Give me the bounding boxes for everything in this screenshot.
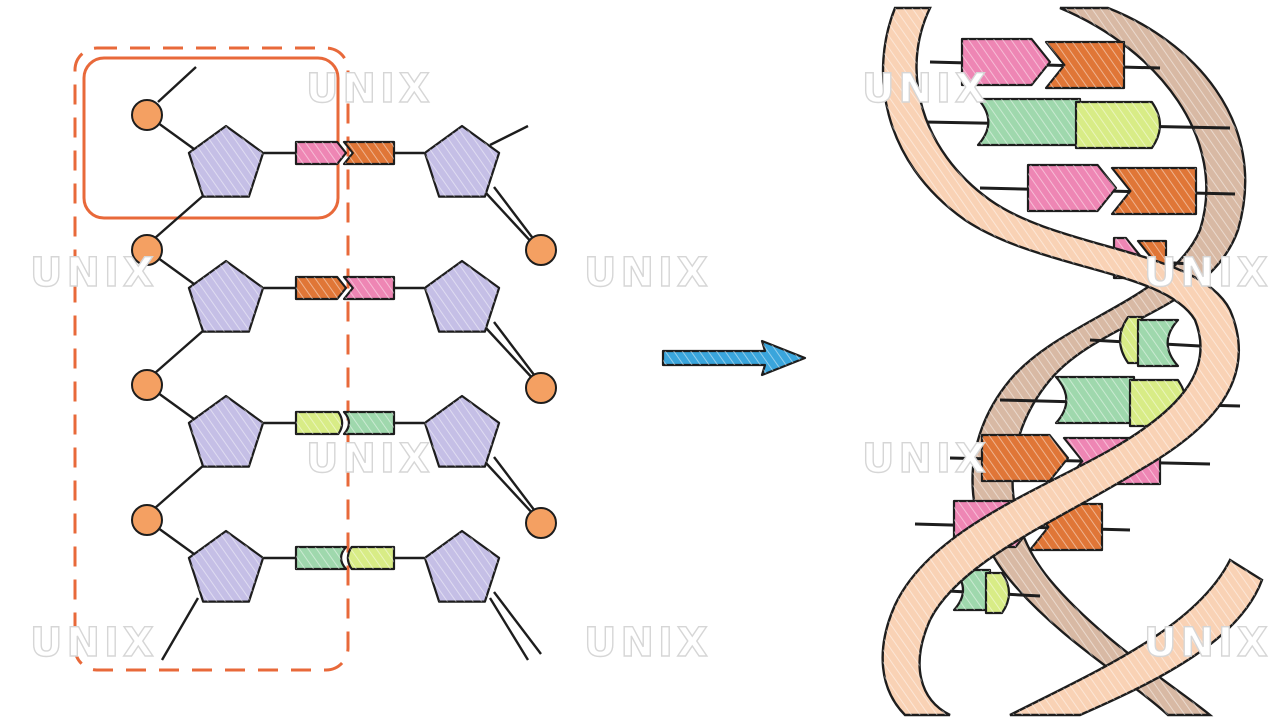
helix-base-yellow-hatch (1076, 102, 1160, 148)
base-left-pink-hatch (296, 142, 346, 164)
deoxyribose-pentagon (425, 531, 499, 602)
backbone-tail (158, 67, 196, 102)
base-right-green-hatch (344, 412, 394, 434)
helix-base-pink-hatch (1028, 165, 1116, 211)
helix-base-pink (962, 39, 1050, 85)
base-right-yellow-hatch (348, 547, 394, 569)
right-arrow-icon (663, 341, 805, 375)
helix-base-yellow (1076, 102, 1160, 148)
phosphate-circle (526, 508, 556, 538)
deoxyribose-pentagon (425, 396, 499, 467)
phosphate-circle (526, 373, 556, 403)
deoxyribose-pentagon-hatch (425, 531, 499, 602)
backbone-tail (490, 126, 528, 145)
deoxyribose-pentagon-hatch (425, 126, 499, 197)
backbone-tail (162, 598, 198, 660)
base-left-orange (296, 277, 346, 299)
phosphate-circle (132, 100, 162, 130)
phosphate-circle (526, 235, 556, 265)
base-left-yellow-hatch (296, 412, 342, 434)
base-left-orange-hatch (296, 277, 346, 299)
helix-base-orange-hatch (982, 435, 1068, 481)
deoxyribose-pentagon (425, 261, 499, 332)
base-left-green-hatch (296, 547, 346, 569)
helix-base-green-hatch (978, 99, 1080, 145)
base-right-orange (344, 142, 394, 164)
helix-base-green (1056, 377, 1134, 423)
deoxyribose-pentagon (189, 126, 263, 197)
sugar-phosphate-bond (155, 330, 204, 373)
helix-base-pink (1028, 165, 1116, 211)
phosphate-circle (132, 370, 162, 400)
dna-ladder-group (75, 48, 556, 670)
helix-base-green (978, 99, 1080, 145)
deoxyribose-pentagon-hatch (189, 396, 263, 467)
deoxyribose-pentagon (189, 396, 263, 467)
transform-arrow-group (663, 341, 805, 375)
deoxyribose-pentagon-hatch (189, 261, 263, 332)
helix-base-orange (982, 435, 1068, 481)
right-arrow-icon-hatch (663, 341, 805, 375)
base-left-pink (296, 142, 346, 164)
base-right-pink (344, 277, 394, 299)
deoxyribose-pentagon (189, 261, 263, 332)
deoxyribose-pentagon (189, 531, 263, 602)
helix-base-yellow (986, 573, 1009, 613)
sugar-phosphate-bond (486, 328, 535, 381)
base-left-green (296, 547, 346, 569)
deoxyribose-pentagon-hatch (189, 531, 263, 602)
base-right-yellow (348, 547, 394, 569)
phosphate-circle (132, 505, 162, 535)
deoxyribose-pentagon (425, 126, 499, 197)
base-right-green (344, 412, 394, 434)
deoxyribose-pentagon-hatch (189, 126, 263, 197)
sugar-phosphate-bond (155, 465, 204, 508)
helix-base-yellow-hatch (986, 573, 1009, 613)
phosphate-circle (132, 235, 162, 265)
sugar-phosphate-bond (486, 463, 535, 516)
deoxyribose-pentagon-hatch (425, 261, 499, 332)
base-left-yellow (296, 412, 342, 434)
helix-base-pink-hatch (962, 39, 1050, 85)
deoxyribose-pentagon-hatch (425, 396, 499, 467)
sugar-phosphate-bond (486, 193, 535, 246)
helix-base-green-hatch (1056, 377, 1134, 423)
